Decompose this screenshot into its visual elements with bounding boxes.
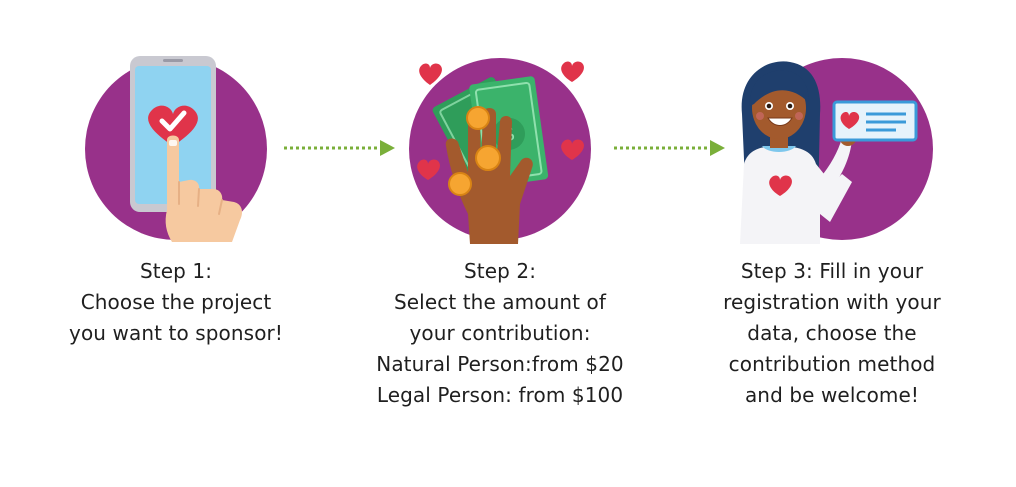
step-3: Step 3: Fill in your registration with y… (682, 0, 982, 487)
step-1-description: Step 1: Choose the project you want to s… (26, 256, 326, 349)
step-2-description: Step 2: Select the amount of your contri… (350, 256, 650, 411)
hand-money-icon: $ (350, 54, 650, 244)
step-3-line: data, choose the (747, 321, 917, 345)
step-2-line: Natural Person:from $20 (376, 352, 624, 376)
woman-card-icon (682, 54, 982, 244)
dotted-arrow-icon (282, 138, 402, 158)
step-3-line: Step 3: Fill in your (740, 259, 924, 283)
step-2-line: Legal Person: from $100 (376, 383, 624, 407)
step-2-line: Select the amount of (393, 290, 607, 314)
step-1-line: Choose the project (80, 290, 272, 314)
step-1-line: you want to sponsor! (69, 321, 283, 345)
step-3-line: and be welcome! (744, 383, 920, 407)
step-1: Step 1: Choose the project you want to s… (26, 0, 326, 487)
step-3-description: Step 3: Fill in your registration with y… (682, 256, 982, 411)
step-2-line: Step 2: (463, 259, 537, 283)
step-2-line: your contribution: (409, 321, 591, 345)
dotted-arrow-icon (612, 138, 732, 158)
phone-heart-icon (26, 54, 326, 244)
step-1-line: Step 1: (139, 259, 213, 283)
step-3-line: registration with your (723, 290, 941, 314)
step-2: $ Step 2: Select the amount of your cont… (350, 0, 650, 487)
step-3-line: contribution method (728, 352, 936, 376)
